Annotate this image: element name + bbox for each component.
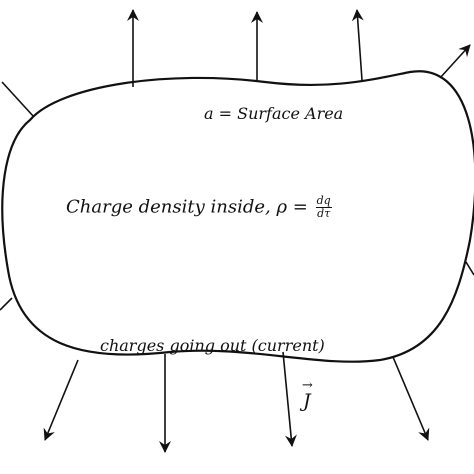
flux-arrow-left-top (1, 81, 35, 118)
flux-arrow-bottom-4 (392, 356, 430, 441)
charge-density-label: Charge density inside, ρ = dq dτ (66, 195, 332, 220)
flux-arrow-right (465, 261, 474, 276)
rho-symbol: ρ = (276, 196, 308, 218)
flux-arrow-bottom-1 (43, 359, 79, 441)
charge-density-text: Charge density inside, (66, 196, 271, 218)
flux-arrow-top-3 (351, 9, 364, 81)
surface-area-label: a = Surface Area (204, 104, 344, 123)
current-vector-J: J (303, 390, 311, 412)
flux-arrow-left-bottom (0, 297, 13, 311)
flux-arrow-top-4 (439, 44, 471, 79)
density-fraction: dq dτ (315, 194, 332, 220)
fraction-denominator: dτ (317, 207, 331, 220)
current-density-symbol: J (303, 390, 311, 412)
outflow-label: charges going out (current) (100, 336, 325, 355)
flux-arrow-bottom-3 (282, 351, 297, 447)
fraction-numerator: dq (315, 194, 332, 208)
closed-surface-boundary (1, 70, 474, 363)
